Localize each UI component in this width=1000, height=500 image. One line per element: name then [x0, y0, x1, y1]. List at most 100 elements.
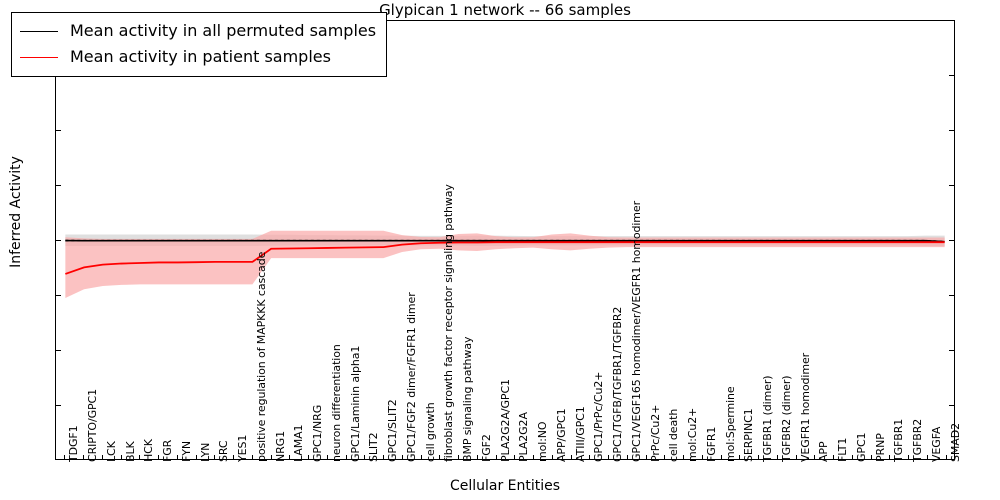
- legend-label-patient: Mean activity in patient samples: [70, 47, 331, 66]
- x-tick-mark: [120, 455, 122, 460]
- x-tick-label: cell death: [667, 408, 681, 462]
- y-tick-mark: [949, 20, 955, 21]
- x-tick-mark: [364, 455, 366, 460]
- plot-canvas: [65, 230, 945, 299]
- x-axis-label: Cellular Entities: [449, 478, 561, 494]
- x-tick-mark: [533, 455, 535, 460]
- x-tick-mark: [383, 455, 385, 460]
- x-tick-mark: [214, 455, 216, 460]
- legend-swatch-permuted: [20, 30, 58, 32]
- series-line: [65, 241, 945, 275]
- x-tick-label: FGR: [161, 439, 175, 462]
- x-tick-label: positive regulation of MAPKKK cascade: [254, 251, 268, 462]
- x-tick-label: CRIPTO/GPC1: [86, 388, 100, 462]
- x-tick-mark: [158, 455, 160, 460]
- x-tick-mark: [608, 455, 610, 460]
- x-tick-mark: [551, 455, 553, 460]
- legend: Mean activity in all permuted samples Me…: [11, 12, 388, 77]
- y-tick-mark: [55, 405, 61, 406]
- x-tick-mark: [795, 455, 797, 460]
- y-tick-mark: [55, 130, 61, 131]
- x-tick-mark: [683, 455, 685, 460]
- x-tick-mark: [589, 455, 591, 460]
- x-tick-label: TGFBR1: [892, 418, 906, 462]
- x-tick-label: SMAD2: [948, 423, 962, 462]
- x-tick-label: SRC: [217, 440, 231, 462]
- x-tick-mark: [645, 455, 647, 460]
- x-tick-mark: [270, 455, 272, 460]
- x-tick-label: LAMA1: [292, 424, 306, 462]
- y-tick-mark: [949, 240, 955, 241]
- x-tick-label: TGFBR2 (dimer): [779, 375, 793, 462]
- x-tick-label: GPC1/PrPc/Cu2+: [592, 371, 606, 462]
- x-tick-mark: [495, 455, 497, 460]
- x-tick-label: fibroblast growth factor receptor signal…: [442, 184, 456, 462]
- x-tick-label: APP/GPC1: [554, 408, 568, 462]
- x-tick-mark: [176, 455, 178, 460]
- x-tick-label: GPC1/Laminin alpha1: [348, 345, 362, 462]
- x-tick-mark: [476, 455, 478, 460]
- y-tick-mark: [55, 185, 61, 186]
- x-tick-label: LYN: [198, 442, 212, 462]
- series-line-dashed: [65, 239, 945, 243]
- x-tick-label: FLT1: [836, 437, 850, 462]
- legend-swatch-patient: [20, 56, 58, 58]
- x-tick-label: BMP signaling pathway: [461, 336, 475, 462]
- y-tick-mark: [55, 295, 61, 296]
- x-tick-mark: [101, 455, 103, 460]
- x-tick-label: TGFBR1 (dimer): [761, 375, 775, 462]
- x-tick-label: FGF2: [479, 434, 493, 462]
- legend-label-permuted: Mean activity in all permuted samples: [70, 21, 377, 40]
- legend-item: Mean activity in all permuted samples: [20, 18, 376, 44]
- x-tick-mark: [439, 455, 441, 460]
- x-tick-mark: [345, 455, 347, 460]
- y-tick-mark: [949, 75, 955, 76]
- confidence-band: [65, 230, 945, 299]
- x-tick-mark: [420, 455, 422, 460]
- x-tick-mark: [289, 455, 291, 460]
- x-tick-label: mol:NO: [536, 421, 550, 463]
- x-tick-label: NRG1: [273, 431, 287, 462]
- x-tick-label: YES1: [236, 434, 250, 462]
- x-tick-label: VEGFR1 homodimer: [798, 352, 812, 462]
- x-tick-label: PrPc/Cu2+: [648, 404, 662, 462]
- x-tick-mark: [139, 455, 141, 460]
- x-tick-mark: [664, 455, 666, 460]
- x-tick-mark: [64, 455, 66, 460]
- x-tick-label: PRNP: [873, 433, 887, 462]
- x-tick-label: GPC1/NRG: [311, 404, 325, 462]
- x-tick-mark: [514, 455, 516, 460]
- x-tick-label: PLA2G2A/GPC1: [498, 379, 512, 462]
- chart-title: Glypican 1 network -- 66 samples: [379, 1, 631, 19]
- x-tick-label: GPC1/TGFB/TGFBR1/TGFBR2: [611, 306, 625, 462]
- legend-item: Mean activity in patient samples: [20, 44, 376, 70]
- x-tick-label: VEGFA: [929, 426, 943, 462]
- y-tick-mark: [55, 350, 61, 351]
- x-tick-mark: [458, 455, 460, 460]
- x-tick-label: mol:Spermine: [723, 386, 737, 462]
- x-tick-label: APP: [817, 441, 831, 463]
- x-tick-mark: [908, 455, 910, 460]
- x-tick-label: FGFR1: [704, 426, 718, 462]
- x-tick-mark: [889, 455, 891, 460]
- x-tick-mark: [233, 455, 235, 460]
- x-tick-label: PLA2G2A: [517, 412, 531, 462]
- x-tick-mark: [701, 455, 703, 460]
- y-tick-mark: [949, 405, 955, 406]
- x-tick-mark: [251, 455, 253, 460]
- x-tick-label: ATIII/GPC1: [573, 406, 587, 462]
- x-tick-label: TGFBR2: [911, 418, 925, 462]
- x-tick-mark: [851, 455, 853, 460]
- x-tick-label: GPC1: [854, 432, 868, 462]
- x-tick-mark: [83, 455, 85, 460]
- x-tick-label: neuron differentiation: [329, 344, 343, 462]
- x-tick-mark: [945, 455, 947, 460]
- x-tick-mark: [926, 455, 928, 460]
- x-tick-label: GPC1/SLIT2: [386, 399, 400, 462]
- x-tick-label: mol:Cu2+: [686, 407, 700, 462]
- x-tick-label: HCK: [142, 439, 156, 462]
- x-tick-mark: [739, 455, 741, 460]
- x-tick-label: SERPINC1: [742, 408, 756, 462]
- x-tick-mark: [758, 455, 760, 460]
